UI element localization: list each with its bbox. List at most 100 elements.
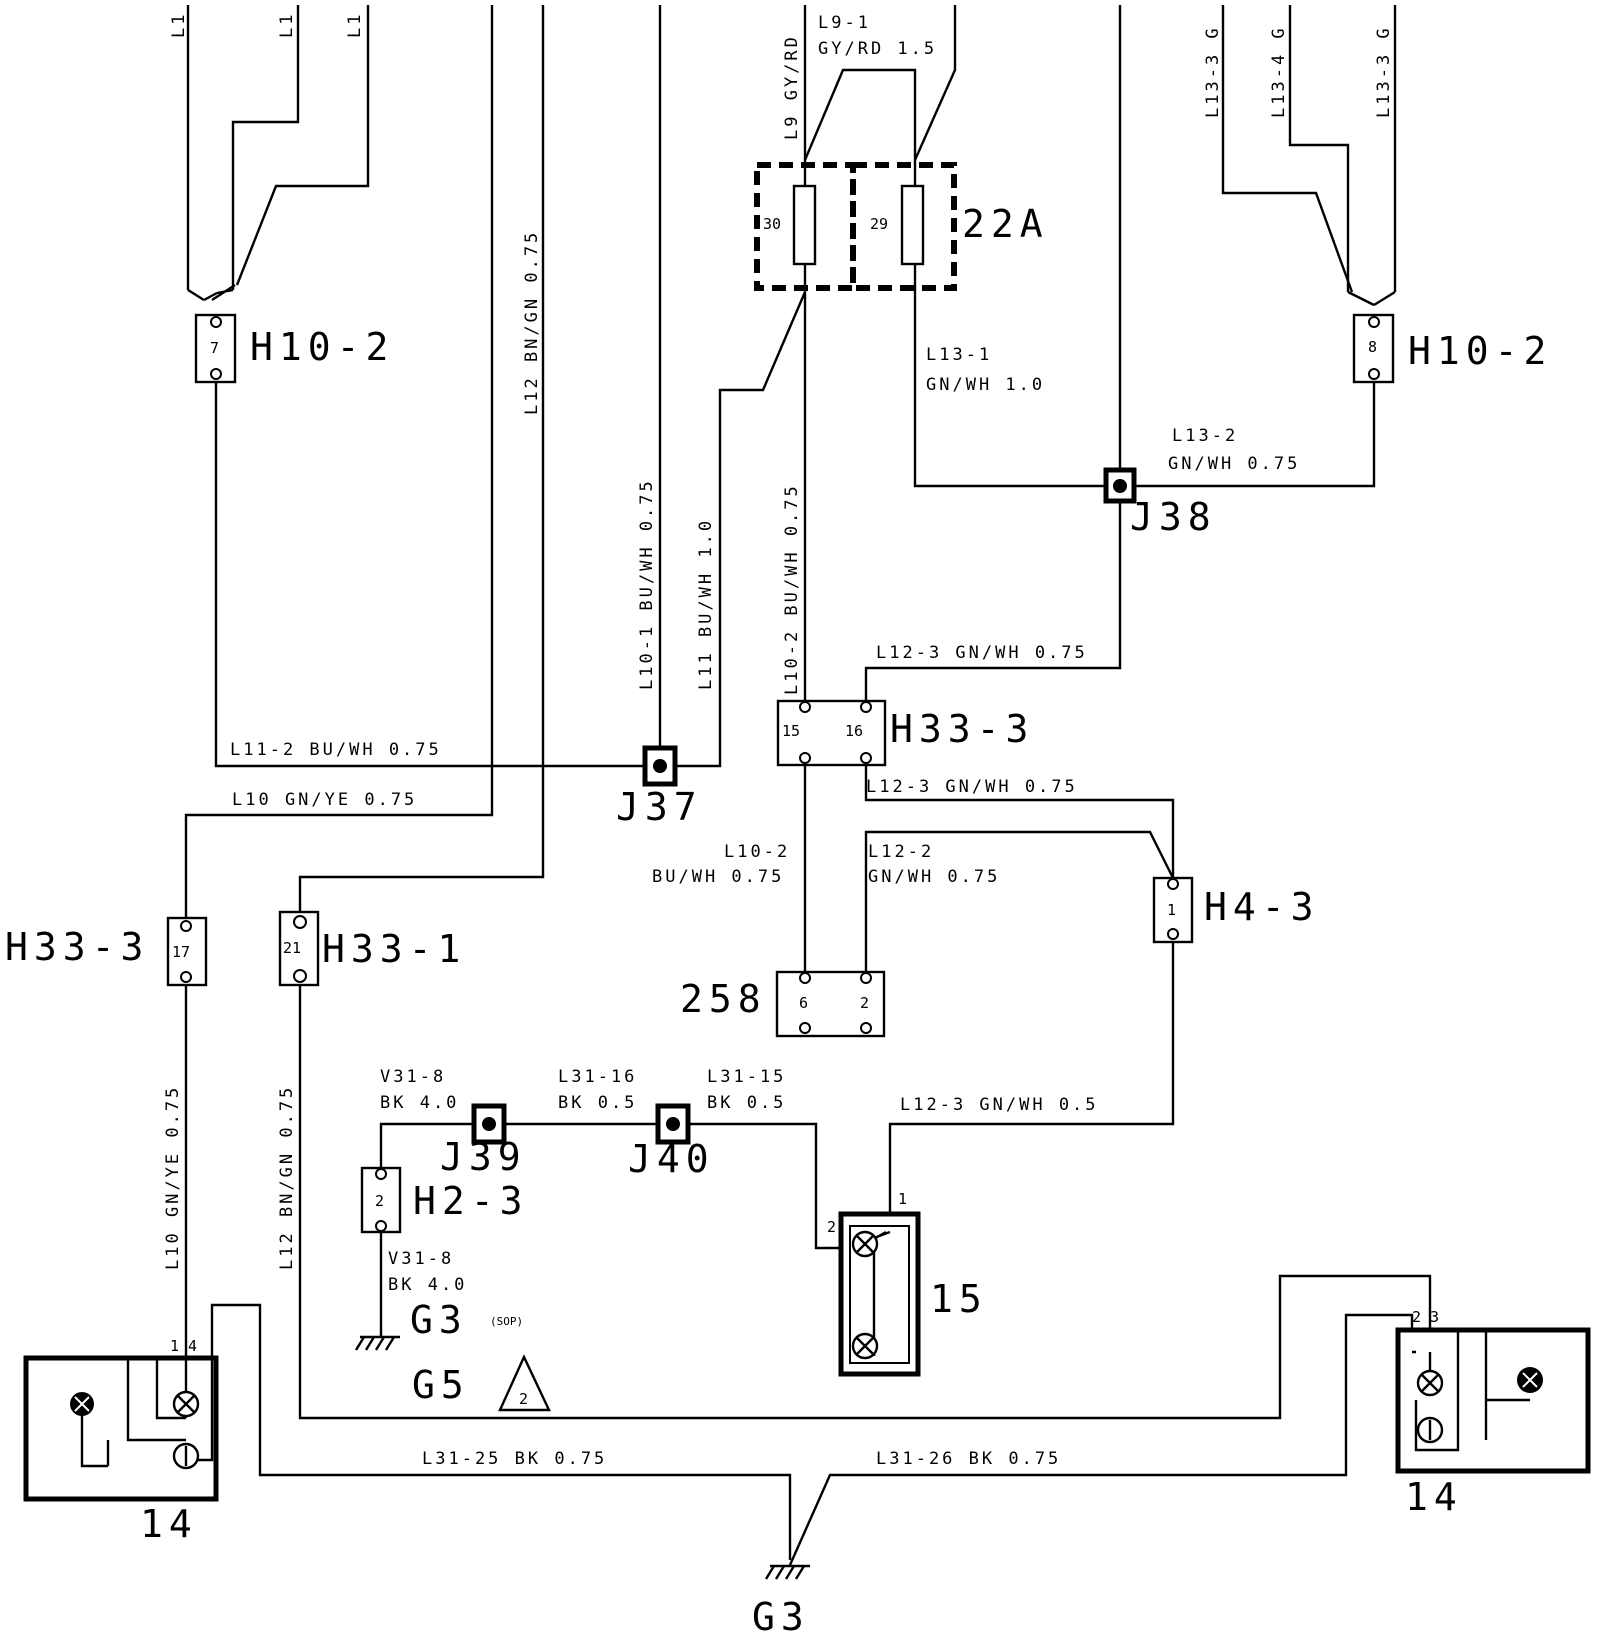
wire-l12-3-top <box>864 5 1122 700</box>
wire-label: GN/WH 1.0 <box>926 375 1045 395</box>
fuse-29-label: 29 <box>870 215 888 233</box>
wire-arrow-left <box>187 283 236 302</box>
connector-label: H33-3 <box>5 925 149 969</box>
wire-label: L12 BN/GN 0.75 <box>522 230 542 415</box>
connector-h33-3-center: 15 16 H33-3 <box>776 699 1034 767</box>
fuse-29 <box>900 184 925 266</box>
lamp-label: 14 <box>140 1502 198 1546</box>
wire-label: L31-25 BK 0.75 <box>422 1449 607 1469</box>
wire-l12-2 <box>864 830 1175 972</box>
connector-h2-3: 2 H2-3 <box>360 1166 523 1234</box>
connector-h10-2-left: 7 H10-2 <box>194 313 388 384</box>
fuse-30-label: 30 <box>763 215 781 233</box>
wire-label: GY/RD 1.5 <box>818 39 937 59</box>
pin-label: 1 <box>898 1190 907 1208</box>
connector-label: H33-3 <box>890 707 1034 751</box>
pin-label: 17 <box>172 943 190 961</box>
wire-label: L31-16 <box>558 1067 637 1087</box>
wire-label: L13-1 <box>926 345 992 365</box>
wire-label: BK 0.5 <box>707 1093 786 1113</box>
pin-label: 2 <box>860 994 869 1012</box>
pin-label: 15 <box>782 722 800 740</box>
pin-label: 2 <box>375 1192 384 1210</box>
lamp-14-right: 2 3 14 <box>1395 1308 1591 1519</box>
connector-h10-2-right: 8 H10-2 <box>1352 313 1552 384</box>
wire-label: L10-2 <box>724 842 790 862</box>
wire-l1-b <box>231 5 300 290</box>
connector-label: 258 <box>680 977 767 1021</box>
ground-note: (SOP) <box>490 1315 523 1328</box>
ground-number: 2 <box>519 1390 528 1408</box>
wire-label: L11 BU/WH 1.0 <box>696 518 716 690</box>
wire-fuse29-top <box>913 5 957 161</box>
pin-label: 2 <box>827 1218 836 1236</box>
wire-l13-4 <box>1288 5 1350 292</box>
wire-ground-bus <box>379 1122 845 1250</box>
wire-l11-2 <box>214 383 660 768</box>
vertical-wire-labels: L1 L1 L1 L12 BN/GN 0.75 L10-1 BU/WH 0.75… <box>163 12 1394 1270</box>
lamp-15: 1 2 15 <box>827 1190 988 1377</box>
wire-label: BU/WH 0.75 <box>652 867 784 887</box>
pin-label: 7 <box>210 339 219 357</box>
wire-label: L13-4 G <box>1269 25 1289 118</box>
wire-label: L1 <box>169 12 189 38</box>
wire-l10-gn-ye <box>184 5 494 918</box>
ground-label: G3 <box>410 1298 468 1342</box>
pin-label: 2 3 <box>1412 1308 1439 1326</box>
lamp-14-left: 1 4 14 <box>23 1337 219 1546</box>
pin-label: 1 <box>1167 901 1176 919</box>
junction-label: J40 <box>628 1137 715 1181</box>
wire-label: L1 <box>277 12 297 38</box>
pin-label: 16 <box>845 722 863 740</box>
connector-label: H4-3 <box>1204 885 1320 929</box>
junction-j38: J38 <box>1103 467 1211 539</box>
lamp-label: 15 <box>930 1277 988 1321</box>
fuse-30 <box>792 184 817 266</box>
wire-l31-26 <box>788 1313 1414 1566</box>
connector-258: 6 2 258 <box>680 970 886 1038</box>
wire-label: L12 BN/GN 0.75 <box>277 1085 297 1270</box>
wire-l12-bn-gn-low <box>298 986 1432 1420</box>
connector-h4-3: 1 H4-3 <box>1152 876 1320 944</box>
wire-label: L13-2 <box>1172 426 1238 446</box>
wire-label: L10-1 BU/WH 0.75 <box>637 478 657 690</box>
connector-label: H10-2 <box>1408 329 1552 373</box>
triangle-icon <box>498 1354 551 1412</box>
wire-label: L10-2 BU/WH 0.75 <box>782 483 802 695</box>
wire-l9-1 <box>803 68 917 195</box>
wire-label: GN/WH 0.75 <box>1168 454 1300 474</box>
junction-j40: J40 <box>628 1103 715 1181</box>
wire-label: BK 0.5 <box>558 1093 637 1113</box>
horizontal-wire-labels: L9-1 GY/RD 1.5 L13-1 GN/WH 1.0 L13-2 GN/… <box>230 13 1300 1469</box>
wire-label: L31-26 BK 0.75 <box>876 1449 1061 1469</box>
wire-label: L10 GN/YE 0.75 <box>163 1085 183 1270</box>
connector-h33-1: 21 H33-1 <box>278 910 466 987</box>
wire-label: GN/WH 0.75 <box>868 867 1000 887</box>
wire-l13-2 <box>1120 383 1376 488</box>
wire-label: L13-3 G <box>1374 25 1394 118</box>
ground-label: G5 <box>412 1363 470 1407</box>
connector-label: H33-1 <box>322 927 466 971</box>
fuse-box-label: 22A <box>962 202 1049 246</box>
wire-label: BK 4.0 <box>388 1275 467 1295</box>
wire-l12-bn-gn <box>298 5 545 912</box>
wire-label: L12-3 GN/WH 0.5 <box>900 1095 1099 1115</box>
wire-label: BK 4.0 <box>380 1093 459 1113</box>
wire-label: L12-3 GN/WH 0.75 <box>866 777 1078 797</box>
wire-label: V31-8 <box>380 1067 446 1087</box>
wire-l12-3-mid <box>864 765 1175 878</box>
wires <box>184 5 1432 1566</box>
pin-label: 6 <box>799 994 808 1012</box>
ground-label: G3 <box>752 1595 810 1639</box>
wire-label: L9-1 <box>818 13 871 33</box>
wire-label: L12-2 <box>868 842 934 862</box>
pin-label: 1 4 <box>170 1337 197 1355</box>
connector-h33-3-left: 17 H33-3 <box>5 916 208 987</box>
pin-label: 8 <box>1368 338 1377 356</box>
wire-label: L1 <box>345 12 365 38</box>
wire-label: L10 GN/YE 0.75 <box>232 790 417 810</box>
ground-g3-lower: G3 <box>752 1564 810 1639</box>
wire-label: L12-3 GN/WH 0.75 <box>876 643 1088 663</box>
wire-label: V31-8 <box>388 1249 454 1269</box>
